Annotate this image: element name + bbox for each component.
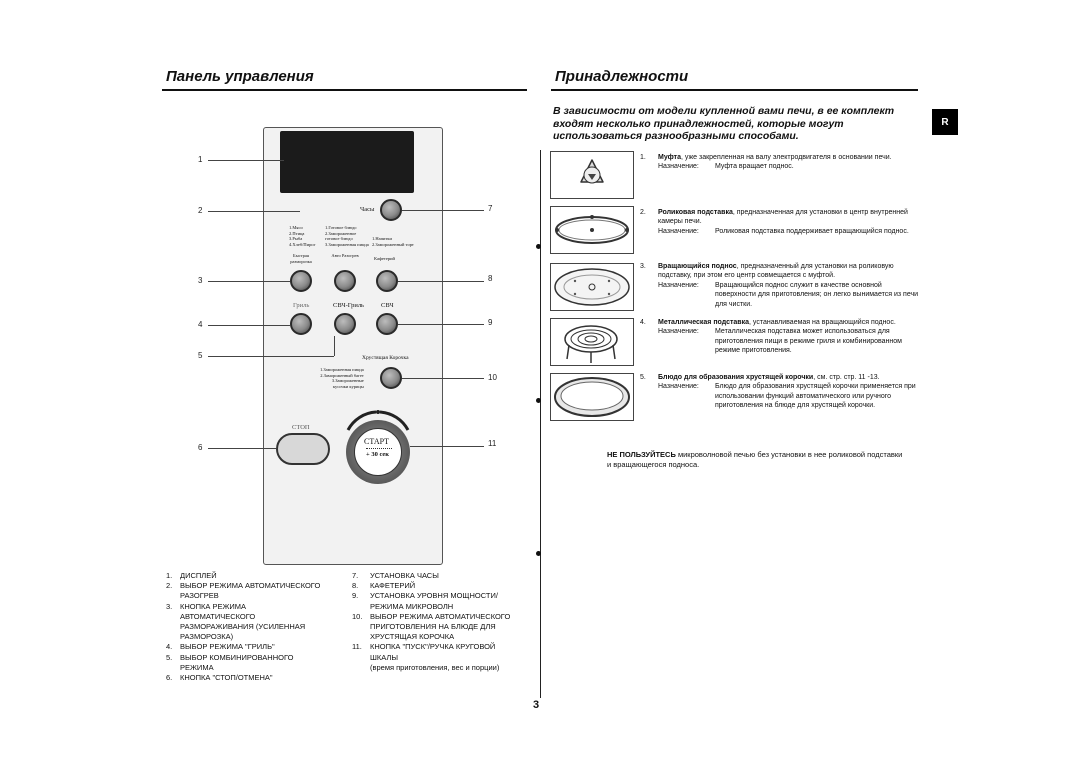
warning-note: НЕ ПОЛЬЗУЙТЕСЬ микроволновой печью без у… bbox=[607, 450, 907, 470]
legend-row: АВТОМАТИЧЕСКОГО bbox=[180, 611, 256, 621]
clock-button[interactable] bbox=[380, 199, 402, 221]
legend-row: 8.КАФЕТЕРИЙ bbox=[352, 581, 416, 591]
legend-row: 4.ВЫБОР РЕЖИМА "ГРИЛЬ" bbox=[166, 642, 275, 652]
control-panel-illustration bbox=[263, 127, 443, 565]
accessories-intro: В зависимости от модели купленной вами п… bbox=[553, 105, 895, 142]
callout-line-1 bbox=[208, 160, 284, 161]
accessory-item-1: 1. Муфта, уже закрепленная на валу элект… bbox=[640, 154, 892, 171]
callout-line-7 bbox=[402, 210, 484, 211]
callout-line-6 bbox=[208, 448, 276, 449]
callout-line-2 bbox=[208, 211, 300, 212]
legend-row: ПРИГОТОВЛЕНИЯ НА БЛЮДЕ ДЛЯ bbox=[370, 622, 496, 632]
callout-6: 6 bbox=[198, 443, 203, 452]
callout-line-5 bbox=[208, 356, 334, 357]
legend-row: РЕЖИМА МИКРОВОЛН bbox=[370, 601, 454, 611]
legend-row: РАЗОГРЕВ bbox=[180, 591, 219, 601]
warning-bold: НЕ ПОЛЬЗУЙТЕСЬ bbox=[607, 450, 676, 459]
accessory-item-4: 4. Металлическая подставка, устанавливае… bbox=[640, 319, 902, 355]
legend-row: 6.КНОПКА "СТОП/ОТМЕНА" bbox=[166, 673, 273, 683]
start-plus30-label: + 30 сек bbox=[366, 451, 390, 458]
coupler-image bbox=[550, 151, 634, 199]
callout-2: 2 bbox=[198, 206, 203, 215]
legend-row: РАЗМОРОЗКА) bbox=[180, 632, 234, 642]
start-divider bbox=[366, 448, 392, 449]
grill-label: Гриль bbox=[293, 302, 310, 309]
callout-line-9 bbox=[398, 324, 484, 325]
legend-row: ХРУСТЯЩАЯ КОРОЧКА bbox=[370, 632, 455, 642]
metal-rack-image bbox=[550, 318, 634, 366]
legend-row: 2.ВЫБОР РЕЖИМА АВТОМАТИЧЕСКОГО bbox=[166, 581, 321, 591]
auto-reheat-button[interactable] bbox=[334, 270, 356, 292]
legend-row: 1.ДИСПЛЕЙ bbox=[166, 571, 217, 580]
callout-10: 10 bbox=[488, 373, 497, 382]
left-title-rule bbox=[162, 89, 527, 91]
microwave-label: СВЧ bbox=[381, 302, 394, 309]
combi-label: СВЧ-Гриль bbox=[333, 302, 365, 309]
warning-text: микроволновой печью без установки в нее … bbox=[607, 450, 903, 469]
accessory-item-3: 3. Вращающийся поднос, предназначенный д… bbox=[640, 263, 919, 308]
legend-row: 10.ВЫБОР РЕЖИМА АВТОМАТИЧЕСКОГО bbox=[352, 611, 511, 621]
clock-label: Часы bbox=[360, 206, 375, 213]
legend-row: 9.УСТАНОВКА УРОВНЯ МОЩНОСТИ/ bbox=[352, 591, 498, 601]
quick-defrost-label: Быстрая разморозка bbox=[290, 253, 312, 264]
auto-reheat-label: Авто Разогрев bbox=[331, 253, 359, 258]
guide-bullet bbox=[536, 244, 541, 249]
cafeteria-label: Кафетерий bbox=[374, 256, 395, 261]
callout-line-8 bbox=[398, 281, 484, 282]
accessory-item-2: 2. Роликовая подставка, предназначенная … bbox=[640, 209, 909, 235]
cafeteria-button[interactable] bbox=[376, 270, 398, 292]
crusty-label: Хрустящая Корочка bbox=[362, 355, 409, 361]
crusty-button[interactable] bbox=[380, 367, 402, 389]
legend-row: 7.УСТАНОВКА ЧАСЫ bbox=[352, 571, 439, 580]
legend-row: (время приготовления, вес и порции) bbox=[370, 662, 500, 672]
start-button[interactable] bbox=[354, 428, 402, 476]
callout-4: 4 bbox=[198, 320, 203, 329]
guide-bullet bbox=[536, 551, 541, 556]
callout-11: 11 bbox=[488, 439, 497, 448]
callout-5: 5 bbox=[198, 351, 203, 360]
legend-row: РАЗМОРАЖИВАНИЯ (УСИЛЕННАЯ bbox=[180, 622, 306, 632]
crusty-plate-image bbox=[550, 373, 634, 421]
page-guide-line bbox=[540, 150, 541, 698]
combi-button[interactable] bbox=[334, 313, 356, 335]
rotate-arrows-icon bbox=[346, 410, 410, 431]
callout-7: 7 bbox=[488, 204, 493, 213]
page-number: 3 bbox=[533, 699, 540, 711]
legend-row: 5.ВЫБОР КОМБИНИРОВАННОГО bbox=[166, 652, 294, 662]
microwave-button[interactable] bbox=[376, 313, 398, 335]
roller-ring-image bbox=[550, 206, 634, 254]
guide-bullet bbox=[536, 398, 541, 403]
callout-3: 3 bbox=[198, 276, 203, 285]
callout-line-11 bbox=[410, 446, 484, 447]
callout-8: 8 bbox=[488, 274, 493, 283]
stop-cancel-button[interactable] bbox=[276, 433, 330, 465]
accessories-title: Принадлежности bbox=[555, 68, 689, 85]
legend-row: ШКАЛЫ bbox=[370, 652, 398, 662]
legend-row: 11.КНОПКА "ПУСК"/РУЧКА КРУГОВОЙ bbox=[352, 642, 496, 652]
callout-line-3 bbox=[208, 281, 290, 282]
legend-row: 3.КНОПКА РЕЖИМА bbox=[166, 601, 247, 611]
turntable-image bbox=[550, 263, 634, 311]
grill-button[interactable] bbox=[290, 313, 312, 335]
start-label: СТАРТ bbox=[364, 437, 390, 446]
right-title-rule bbox=[551, 89, 918, 91]
display-screen bbox=[280, 131, 414, 193]
control-panel-title: Панель управления bbox=[166, 68, 314, 85]
legend-column-1: 1.ДИСПЛЕЙ 2.ВЫБОР РЕЖИМА АВТОМАТИЧЕСКОГО… bbox=[166, 571, 320, 683]
callout-line-5b bbox=[334, 336, 335, 356]
callout-1: 1 bbox=[198, 155, 203, 164]
legend-row: РЕЖИМА bbox=[180, 662, 214, 672]
callout-9: 9 bbox=[488, 318, 493, 327]
callout-line-10 bbox=[402, 378, 484, 379]
stop-label: СТОП bbox=[292, 424, 310, 431]
language-badge: R bbox=[932, 109, 958, 135]
callout-line-4 bbox=[208, 325, 290, 326]
accessory-item-5: 5. Блюдо для образования хрустящей короч… bbox=[640, 374, 916, 410]
quick-defrost-button[interactable] bbox=[290, 270, 312, 292]
legend-column-2: 7.УСТАНОВКА ЧАСЫ 8.КАФЕТЕРИЙ 9.УСТАНОВКА… bbox=[352, 571, 510, 673]
